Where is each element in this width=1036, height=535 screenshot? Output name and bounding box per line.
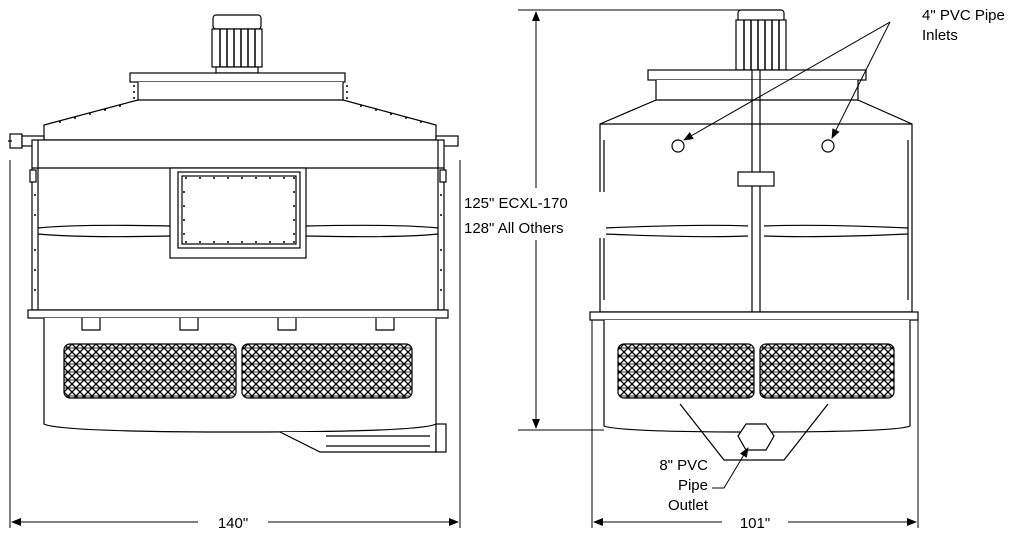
- side-width-dimension: [591, 320, 919, 528]
- outlet-callout-line1: 8" PVC: [659, 457, 708, 474]
- shroud-rivets: [59, 85, 422, 123]
- side-view: [589, 9, 919, 461]
- outlet-callout-line3: Outlet: [668, 497, 709, 514]
- side-width-label-bg: [722, 512, 788, 532]
- front-width-label-bg: [198, 512, 268, 532]
- front-view: [8, 14, 459, 453]
- front-width-label: 140": [218, 515, 248, 532]
- inlets-callout-line1: 4" PVC Pipe: [922, 7, 1005, 24]
- front-width-dimension: [9, 160, 461, 528]
- side-width-label: 101": [740, 515, 770, 532]
- access-panel: [169, 167, 307, 259]
- inlets-callout-line2: Inlets: [922, 27, 958, 44]
- inlet-leaders: [683, 21, 891, 141]
- height-label-line2: 128" All Others: [464, 220, 564, 237]
- height-dimension: [518, 9, 742, 431]
- outlet-callout-line2: Pipe: [678, 477, 708, 494]
- height-label-line1: 125" ECXL-170: [464, 195, 568, 212]
- front-motor: [211, 14, 263, 74]
- height-label-bg: [462, 192, 606, 238]
- outlet-leader: [712, 447, 749, 489]
- side-motor: [735, 9, 787, 71]
